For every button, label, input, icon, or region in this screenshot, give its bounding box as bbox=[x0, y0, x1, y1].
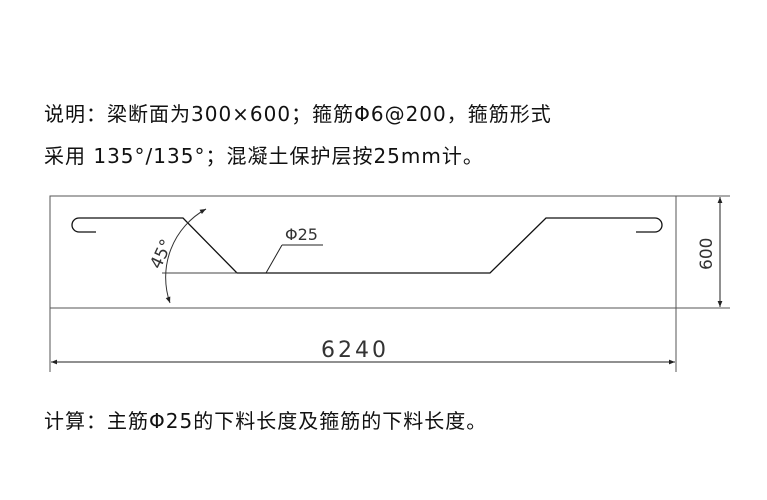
angle-label: 45° bbox=[146, 236, 177, 272]
bar-leader-line bbox=[265, 244, 283, 274]
length-label: 6240 bbox=[321, 338, 389, 363]
note-line-1: 说明：梁断面为300×600；箍筋Φ6@200，箍筋形式 bbox=[44, 102, 552, 126]
beam-outline bbox=[49, 195, 677, 309]
height-label: 600 bbox=[697, 238, 717, 270]
note-line-2: 采用 135°/135°；混凝土保护层按25mm计。 bbox=[44, 144, 484, 168]
angle-arc bbox=[165, 208, 207, 304]
main-bar bbox=[71, 217, 663, 274]
bar-label: Φ25 bbox=[285, 225, 318, 244]
task-statement: 计算：主筋Φ25的下料长度及箍筋的下料长度。 bbox=[44, 409, 488, 433]
